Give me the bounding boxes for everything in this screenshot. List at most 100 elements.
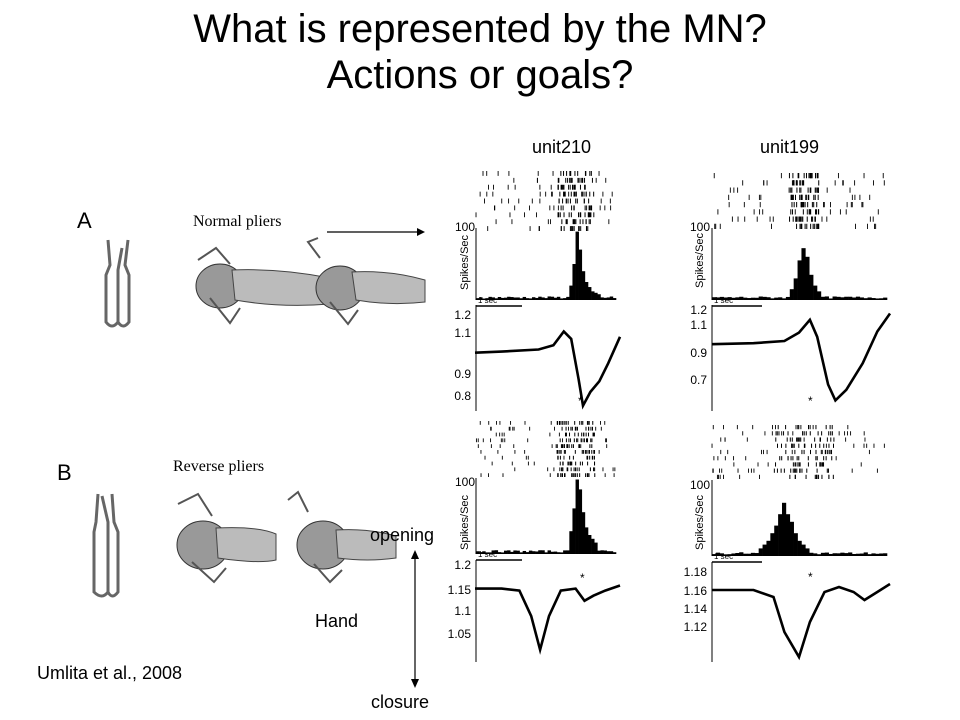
histogram-bar [797, 540, 802, 556]
histogram-bar [735, 297, 740, 300]
histogram-bar [479, 297, 483, 300]
histogram-bar [747, 553, 752, 556]
histogram-bar [828, 553, 833, 556]
histogram-bar [762, 544, 767, 556]
histogram-bar [836, 553, 841, 556]
scale-bar-a-unit210 [476, 305, 522, 307]
histogram-bar [575, 479, 579, 554]
histogram-bar [494, 550, 499, 554]
ytick-a-unit210-0: 1.2 [454, 308, 471, 322]
event-marker-a-unit199: * [808, 394, 813, 408]
histogram-bar [528, 550, 533, 554]
histogram-bar [817, 291, 822, 300]
waveform-trace [474, 329, 622, 410]
histogram-bar [848, 552, 853, 556]
panel-a-condition-label: Normal pliers [193, 213, 282, 230]
column-header-unit210: unit210 [532, 137, 592, 157]
ylabel-rate-a-unit210: Spikes/Sec [459, 234, 471, 290]
histogram-bar [507, 550, 511, 554]
scale-bar-a-unit199 [712, 305, 762, 307]
histogram-bar [513, 297, 517, 300]
histogram-bar [572, 264, 576, 300]
histogram-bar [758, 548, 763, 556]
histogram-bar [497, 552, 502, 554]
histogram-bar [719, 553, 724, 556]
histogram-bar [875, 298, 880, 300]
histogram-bar [597, 294, 601, 300]
histogram-bar [581, 271, 586, 300]
event-marker-b-unit199: * [808, 570, 813, 584]
histogram-bar [863, 298, 868, 300]
panel-b-letter: B [57, 460, 72, 485]
histogram-bar [731, 553, 736, 556]
hand-with-reverse-pliers-drawing [176, 490, 397, 584]
histogram-bar [541, 297, 545, 300]
histogram-bar [840, 552, 845, 556]
histogram-bar [497, 296, 502, 300]
histogram-bar [785, 514, 791, 556]
ytick-a-unit199-1: 1.1 [690, 318, 707, 332]
histogram-bar [859, 553, 864, 556]
histogram-bar [824, 552, 829, 556]
rate-max-a-unit210: 100 [454, 220, 475, 234]
histogram-bar [793, 533, 798, 556]
histogram-bar [715, 552, 721, 556]
histogram-bar [820, 552, 826, 556]
histogram-bar [553, 551, 558, 554]
histogram-bar [852, 553, 857, 556]
histogram-bar [519, 298, 523, 300]
histogram-bar [840, 297, 845, 300]
hand-opening-label: opening [370, 525, 435, 545]
histogram-bar [603, 550, 607, 554]
histogram-bar [712, 297, 717, 300]
histogram-bar [778, 514, 783, 556]
histogram-bar [712, 554, 717, 556]
histogram-bar [541, 550, 545, 554]
waveform-panel-a-unit199 [711, 305, 892, 411]
histogram-bar [575, 231, 579, 300]
title-line-2: Actions or goals? [326, 53, 634, 97]
histogram-bar [513, 550, 517, 554]
histogram-bar [491, 550, 495, 554]
citation: Umlita et al., 2008 [37, 663, 183, 683]
ytick-b-unit210-1: 1.15 [447, 583, 471, 597]
histogram-bar [550, 296, 555, 300]
rate-max-a-unit199: 100 [689, 220, 710, 234]
histogram-bar [563, 550, 567, 554]
scale-bar-b-unit199 [712, 561, 762, 563]
histogram-bar [871, 553, 876, 556]
histogram-panel-a-unit210 [475, 228, 617, 300]
histogram-bar [612, 298, 617, 300]
ytick-b-unit199-1: 1.16 [683, 584, 707, 598]
histogram-bar [754, 553, 759, 556]
histogram-bar [820, 296, 826, 300]
histogram-bar [606, 551, 611, 554]
reverse-pliers-drawing [92, 493, 120, 598]
histogram-bar [560, 298, 564, 300]
histogram-bar [485, 298, 489, 300]
histogram-bar [544, 552, 548, 554]
histogram-bar [591, 538, 595, 554]
histogram-bar [824, 296, 829, 300]
scale-bar-label-b-unit210: 1 sec [478, 550, 498, 559]
histogram-bar [735, 553, 740, 556]
ytick-b-unit199-0: 1.18 [683, 565, 707, 579]
ytick-b-unit199-2: 1.14 [683, 602, 707, 616]
histogram-bar [535, 297, 539, 300]
histogram-bar [476, 298, 480, 300]
histogram-bar [875, 553, 880, 556]
histogram-bar [504, 297, 508, 300]
histogram-bar [723, 554, 728, 556]
histogram-bar [852, 297, 857, 300]
column-header-unit199: unit199 [760, 137, 820, 157]
histogram-bar [743, 553, 748, 556]
histogram-bar [597, 550, 601, 554]
histogram-bar [544, 298, 548, 300]
histogram-bar [743, 297, 748, 300]
histogram-bar [758, 296, 763, 300]
histogram-bar [828, 298, 833, 300]
histogram-bar [522, 296, 527, 300]
histogram-bar [762, 296, 767, 300]
histogram-bar [813, 553, 818, 556]
histogram-bar [556, 296, 561, 300]
